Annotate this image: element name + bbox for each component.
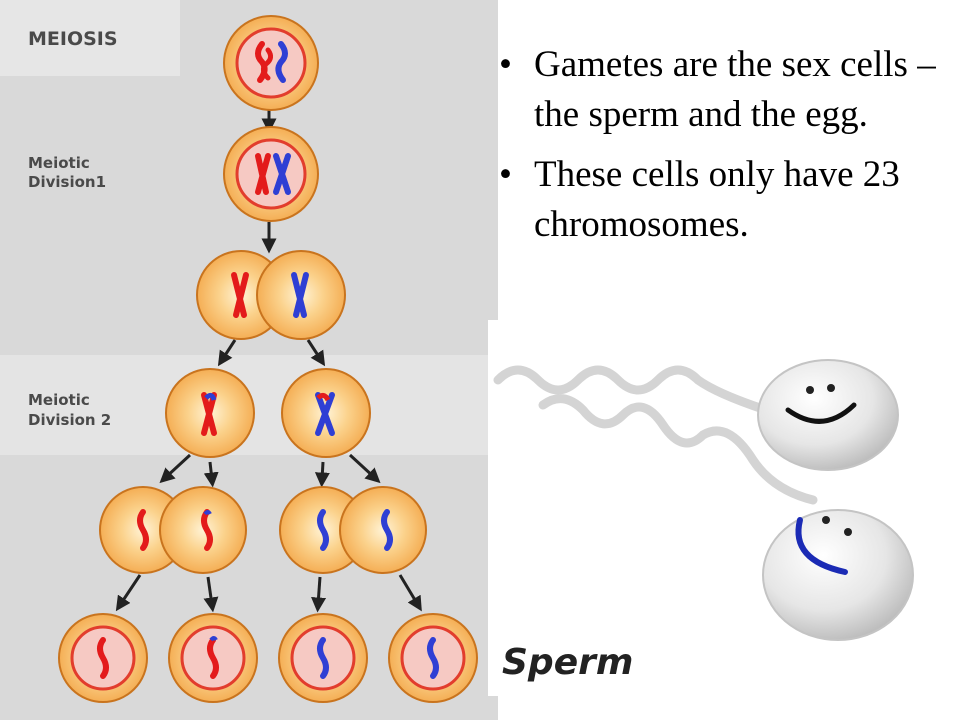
bullet-item: • Gametes are the sex cells – the sperm a… <box>497 40 957 140</box>
gamete-2 <box>168 613 258 703</box>
gamete-4 <box>388 613 478 703</box>
bullet-text: Gametes are the sex cells – the sperm an… <box>534 44 936 135</box>
process-arrows <box>115 110 422 613</box>
bullet-list: • Gametes are the sex cells – the sperm a… <box>497 40 957 260</box>
sperm-tail-2 <box>538 394 818 505</box>
sperm-head-2 <box>762 509 914 641</box>
diagram-title: MEIOSIS <box>28 28 118 50</box>
stage2-label-line1: Meiotic <box>28 391 90 409</box>
bullet-item: • These cells only have 23 chromosomes. <box>497 150 957 250</box>
daughter-cell-left <box>165 368 255 458</box>
stage2-label-line2: Division 2 <box>28 411 111 429</box>
dividing-cell-left <box>99 486 247 574</box>
bullet-dot: • <box>499 44 512 85</box>
sperm-head-1 <box>757 359 899 471</box>
meiosis-diagram: MEIOSIS Meiotic Division1 Meiotic Divisi… <box>0 0 498 720</box>
sperm-caption: Sperm <box>502 642 633 683</box>
daughter-cell-right <box>281 368 371 458</box>
bullet-text: These cells only have 23 chromosomes. <box>534 154 900 245</box>
title-panel <box>0 0 180 76</box>
stage1-label-line2: Division1 <box>28 173 106 191</box>
gamete-1 <box>58 613 148 703</box>
sperm-illustration: Sperm <box>488 320 930 696</box>
sperm-tail-1 <box>493 365 803 425</box>
dividing-cell <box>196 250 346 340</box>
stage1-label-line1: Meiotic <box>28 154 90 172</box>
gamete-3 <box>278 613 368 703</box>
parent-cell <box>223 15 319 111</box>
bullet-dot: • <box>499 154 512 195</box>
dividing-cell-right <box>279 486 427 574</box>
meiosis-i-cell <box>223 126 319 222</box>
